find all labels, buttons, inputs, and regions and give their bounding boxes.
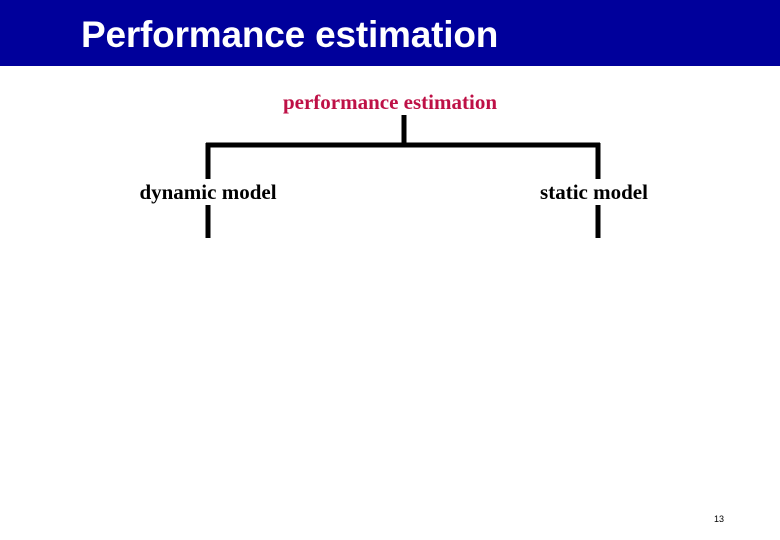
slide-title-bar: Performance estimation: [0, 0, 780, 66]
node-dynamic-model: dynamic model: [134, 179, 282, 205]
page-number: 13: [714, 514, 725, 524]
tree-connector-lines: [205, 114, 601, 238]
node-static-model: static model: [535, 179, 653, 205]
page-title: Performance estimation: [81, 14, 499, 55]
performance-estimation-tree-diagram: performance estimation dynamic model sta…: [0, 66, 780, 540]
node-performance-estimation: performance estimation: [277, 89, 503, 115]
